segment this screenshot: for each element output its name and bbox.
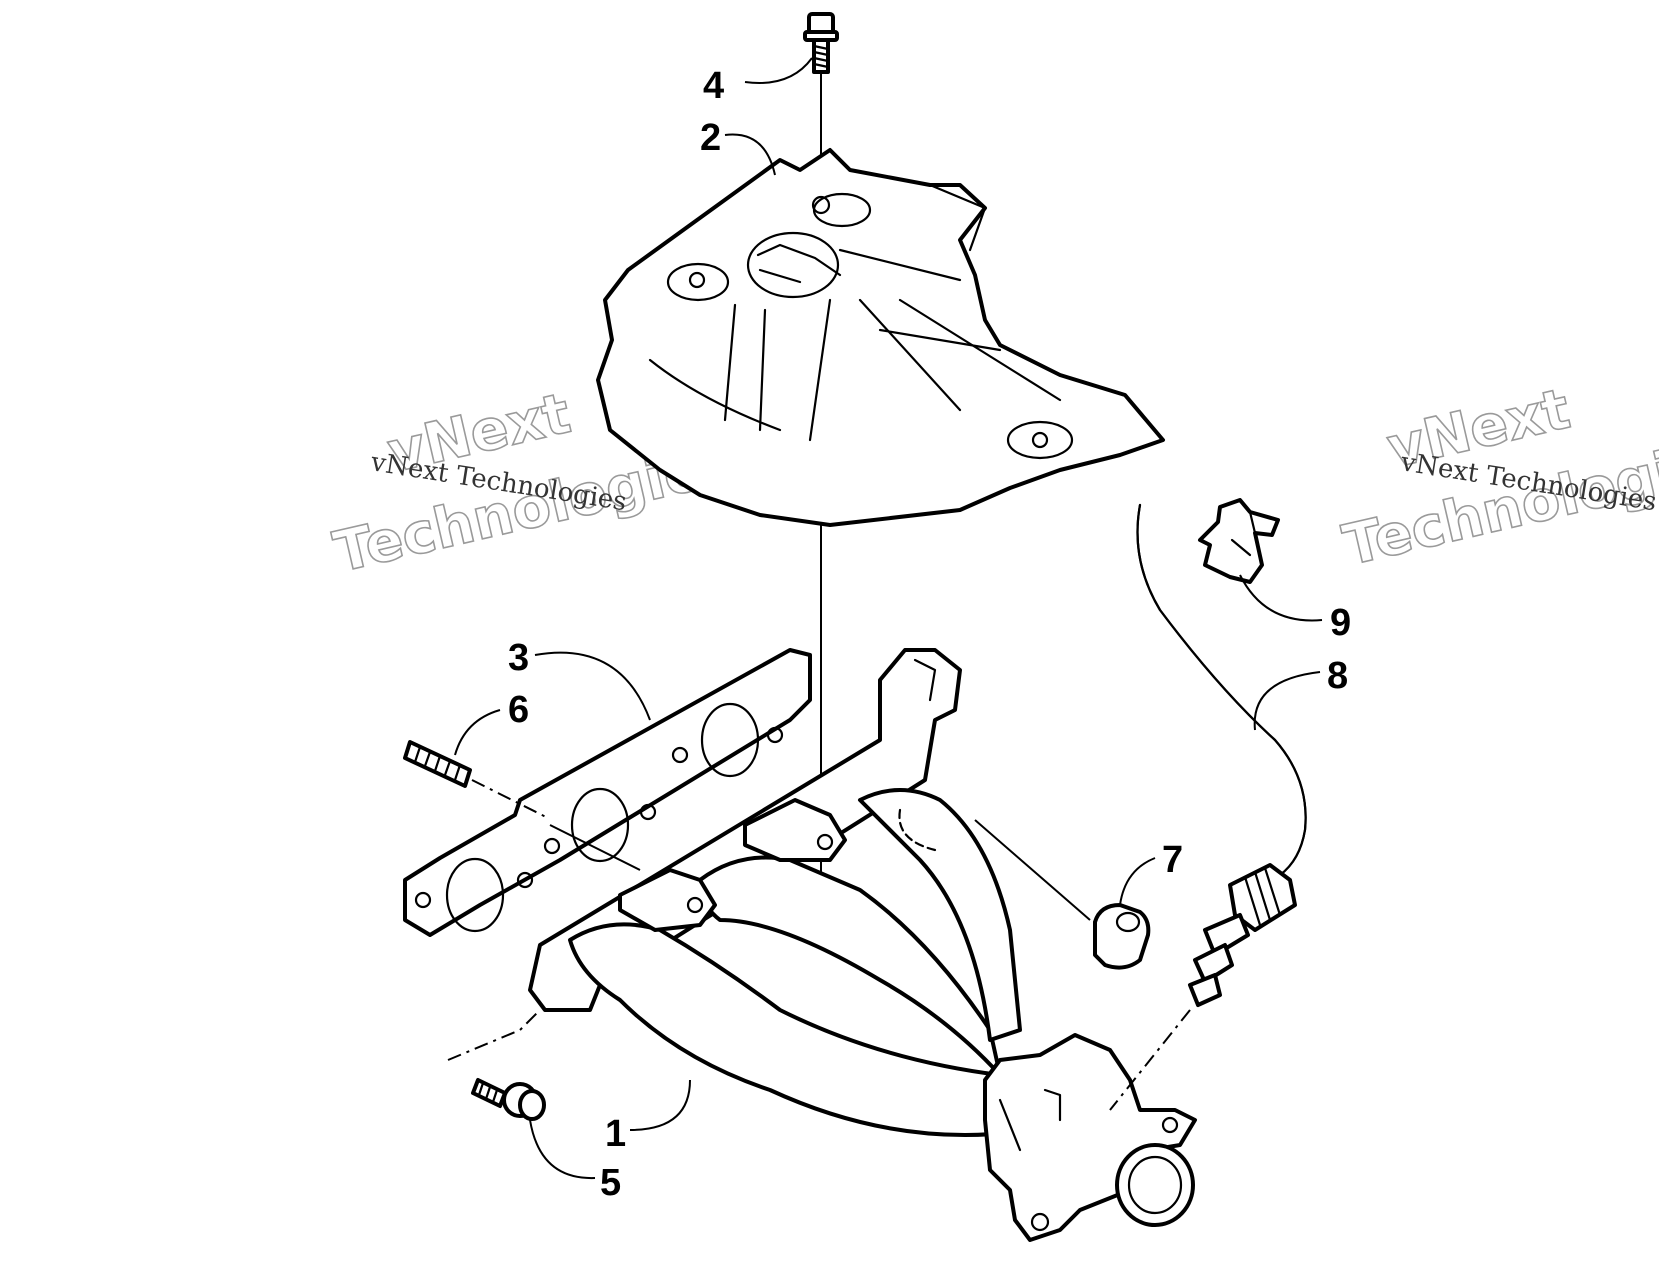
callout-6: 6 bbox=[508, 689, 529, 731]
callout-3: 3 bbox=[508, 637, 529, 679]
part-8-oxygen-sensor bbox=[1136, 503, 1307, 1007]
leader-5 bbox=[529, 1119, 596, 1180]
callout-1: 1 bbox=[605, 1113, 626, 1155]
callout-9: 9 bbox=[1330, 602, 1351, 644]
leader-2 bbox=[724, 133, 776, 176]
leader-8 bbox=[1253, 671, 1321, 731]
part-2-heat-shield bbox=[596, 148, 1165, 527]
assembly-line-stud bbox=[549, 824, 641, 871]
assembly-line-spacer bbox=[974, 819, 1091, 921]
callout-7: 7 bbox=[1162, 839, 1183, 881]
part-4-bolt bbox=[803, 12, 839, 74]
leader-1 bbox=[629, 1079, 691, 1131]
part-7-spacer bbox=[1093, 903, 1151, 970]
callout-5: 5 bbox=[600, 1162, 621, 1204]
callout-4: 4 bbox=[703, 65, 724, 107]
leader-7 bbox=[1119, 857, 1156, 906]
leader-6 bbox=[454, 709, 501, 756]
part-1-exhaust-manifold bbox=[528, 648, 1197, 1242]
part-6-stud bbox=[403, 740, 549, 819]
assembly-line-sensor bbox=[1109, 1009, 1191, 1111]
callout-2: 2 bbox=[700, 117, 721, 159]
part-5-bolt bbox=[471, 1078, 546, 1121]
leader-3 bbox=[534, 651, 651, 721]
leader-4 bbox=[744, 57, 813, 84]
part-3-gasket bbox=[403, 648, 812, 937]
assembly-line-bolt-5 bbox=[447, 1009, 541, 1061]
callout-8: 8 bbox=[1327, 655, 1348, 697]
part-9-clip bbox=[1198, 498, 1280, 584]
leader-9 bbox=[1239, 574, 1323, 622]
